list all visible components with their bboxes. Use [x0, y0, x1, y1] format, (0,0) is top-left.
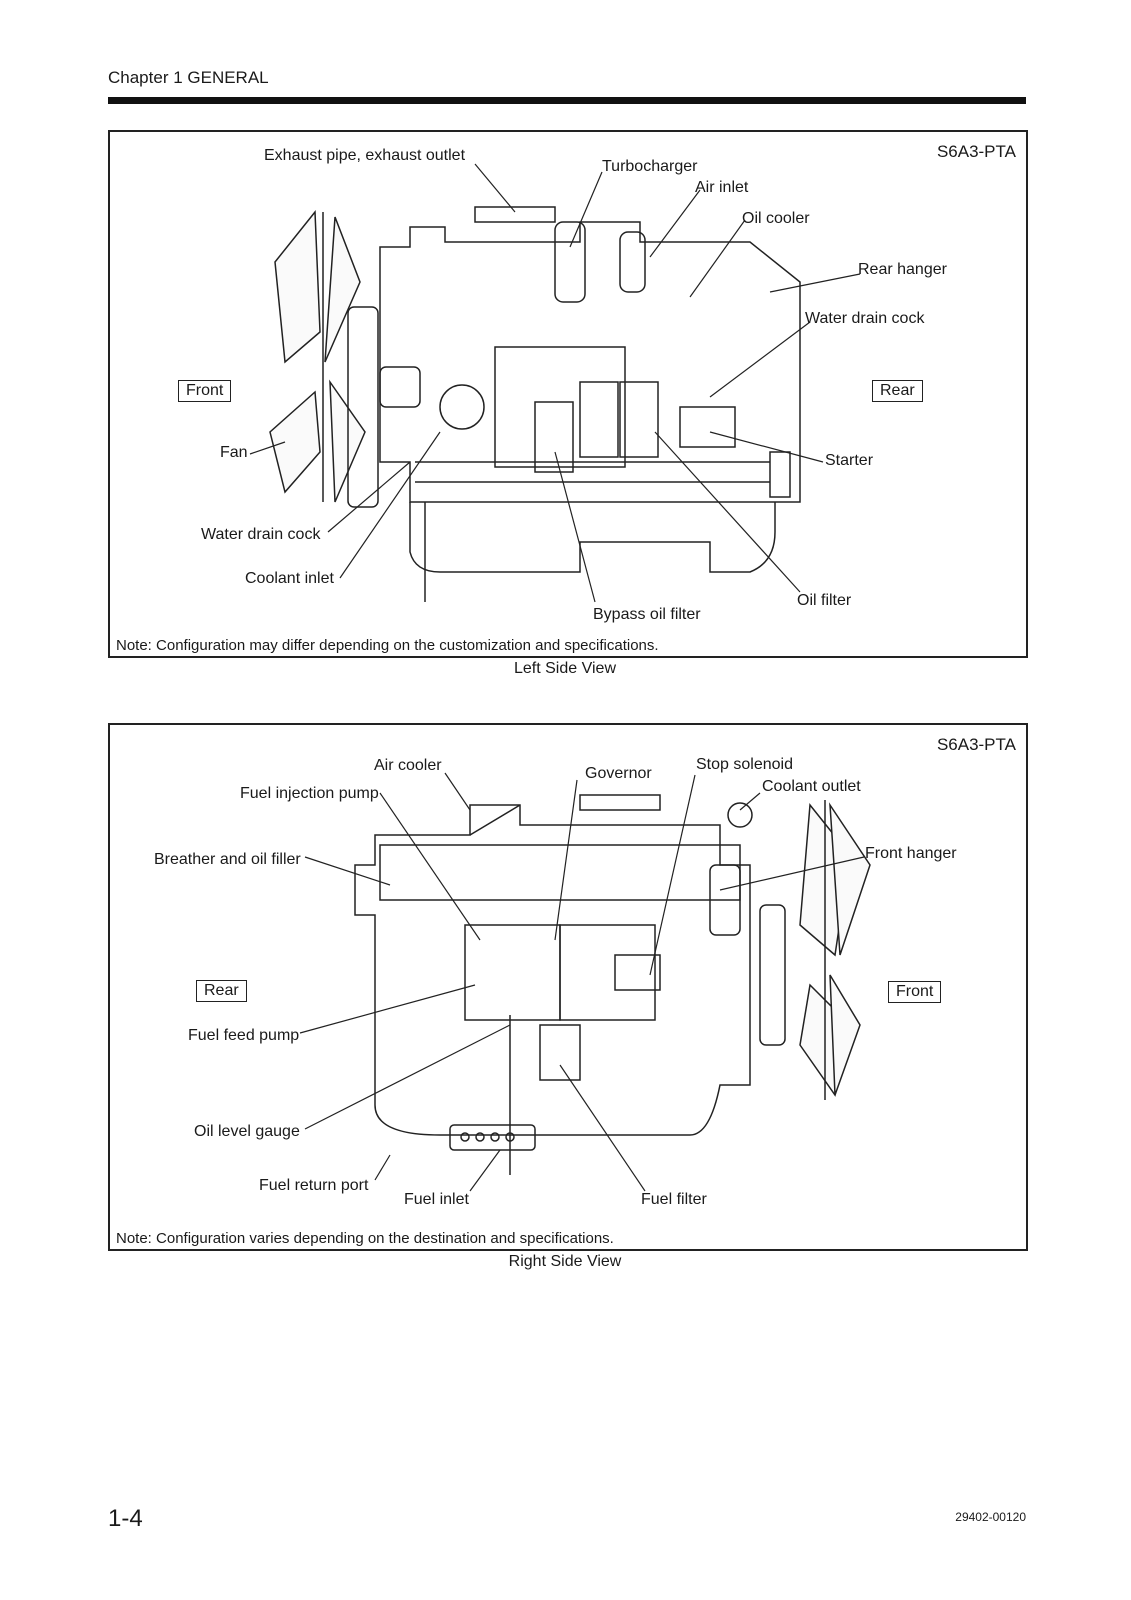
label-air-inlet: Air inlet: [695, 179, 749, 196]
document-number: 29402-00120: [955, 1510, 1026, 1524]
right-view-note: Note: Configuration varies depending on …: [116, 1230, 614, 1247]
left-view-panel: S6A3-PTA Exhaust pipe, exhaust outlet Tu…: [108, 130, 1028, 658]
label-oil-level-gauge: Oil level gauge: [194, 1123, 300, 1140]
label-starter: Starter: [825, 452, 874, 469]
label-air-cooler: Air cooler: [374, 757, 442, 774]
direction-front-box: Front: [888, 981, 942, 1003]
label-fuel-return-port: Fuel return port: [259, 1177, 369, 1194]
direction-rear-box: Rear: [872, 380, 923, 402]
label-fuel-inlet: Fuel inlet: [404, 1191, 469, 1208]
label-water-drain-cock-rear: Water drain cock: [805, 310, 925, 327]
chapter-title: Chapter 1 GENERAL: [108, 68, 269, 87]
header-rule: [108, 97, 1026, 104]
label-turbocharger: Turbocharger: [602, 158, 698, 175]
page-number: 1-4: [108, 1505, 143, 1532]
label-water-drain-cock-front: Water drain cock: [201, 526, 321, 543]
label-oil-filter: Oil filter: [797, 592, 852, 609]
right-leader-lines: [299, 772, 865, 1192]
fan-illustration: [799, 800, 871, 1100]
label-rear-hanger: Rear hanger: [858, 261, 947, 278]
left-view-caption: Left Side View: [514, 660, 616, 677]
label-breather-oil-filler: Breather and oil filler: [154, 851, 301, 868]
label-fuel-filter: Fuel filter: [641, 1191, 707, 1208]
left-engine-drawing: [249, 163, 861, 603]
label-oil-cooler: Oil cooler: [742, 210, 810, 227]
label-fuel-feed-pump: Fuel feed pump: [188, 1027, 300, 1044]
label-bypass-oil-filter: Bypass oil filter: [593, 606, 701, 623]
label-front-hanger: Front hanger: [865, 845, 957, 862]
label-fan: Fan: [220, 444, 248, 461]
label-governor: Governor: [585, 765, 652, 782]
right-engine-drawing: [299, 772, 871, 1192]
fan-illustration: [269, 209, 379, 508]
label-coolant-inlet: Coolant inlet: [245, 570, 334, 587]
right-view-caption: Right Side View: [508, 1253, 622, 1270]
engine-block-outline: [354, 794, 786, 1175]
left-view-note: Note: Configuration may differ depending…: [116, 637, 659, 654]
label-exhaust-pipe: Exhaust pipe, exhaust outlet: [264, 147, 466, 164]
left-model-label: S6A3-PTA: [936, 142, 1016, 161]
engine-block-outline: [379, 206, 801, 602]
left-leader-lines: [249, 163, 861, 603]
label-coolant-outlet: Coolant outlet: [762, 778, 861, 795]
direction-rear-box: Rear: [196, 980, 247, 1002]
right-model-label: S6A3-PTA: [936, 735, 1016, 754]
direction-front-box: Front: [178, 380, 232, 402]
label-stop-solenoid: Stop solenoid: [696, 756, 793, 773]
label-fuel-injection-pump: Fuel injection pump: [240, 785, 379, 802]
right-view-panel: S6A3-PTA Air cooler Governor Stop soleno…: [108, 723, 1028, 1251]
